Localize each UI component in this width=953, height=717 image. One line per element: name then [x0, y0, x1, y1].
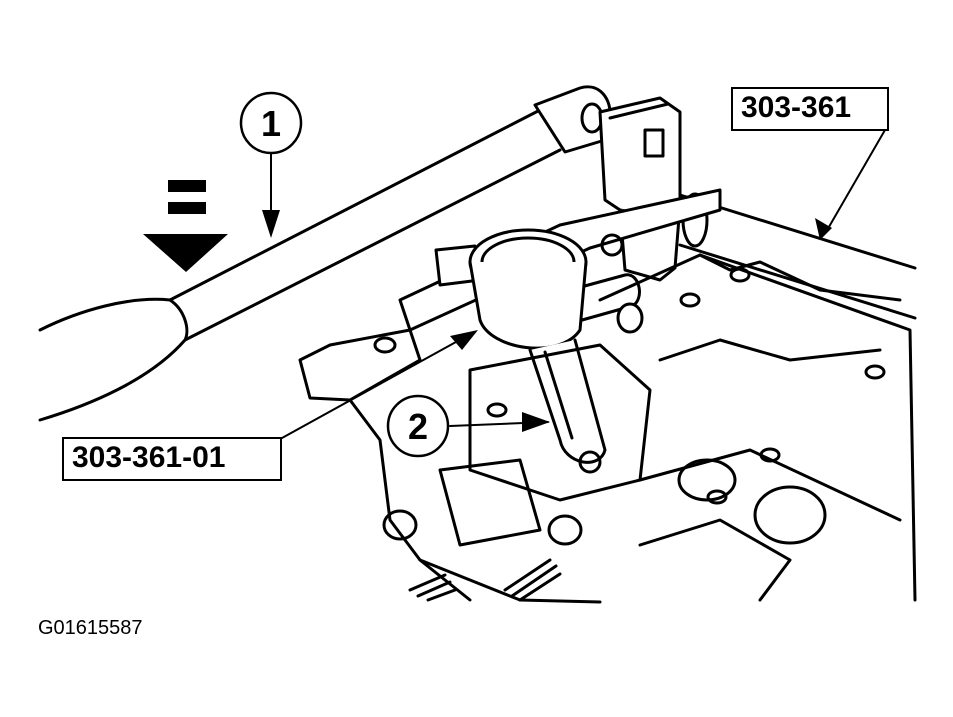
downward-force-arrow-icon: [143, 180, 228, 272]
cylinder-head: [298, 253, 917, 604]
callout-1: 1: [239, 91, 303, 155]
tool-label-303-361: 303-361: [731, 87, 889, 131]
callout-2-number: 2: [408, 406, 428, 447]
figure-id: G01615587: [38, 617, 143, 639]
callout-1-number: 1: [261, 103, 281, 144]
adapter-tool: [434, 228, 588, 350]
rocker-arm: [528, 338, 607, 474]
tool-label-303-361-01: 303-361-01: [62, 437, 282, 481]
arrowheads: [262, 210, 832, 432]
callout-2: 2: [386, 394, 450, 458]
